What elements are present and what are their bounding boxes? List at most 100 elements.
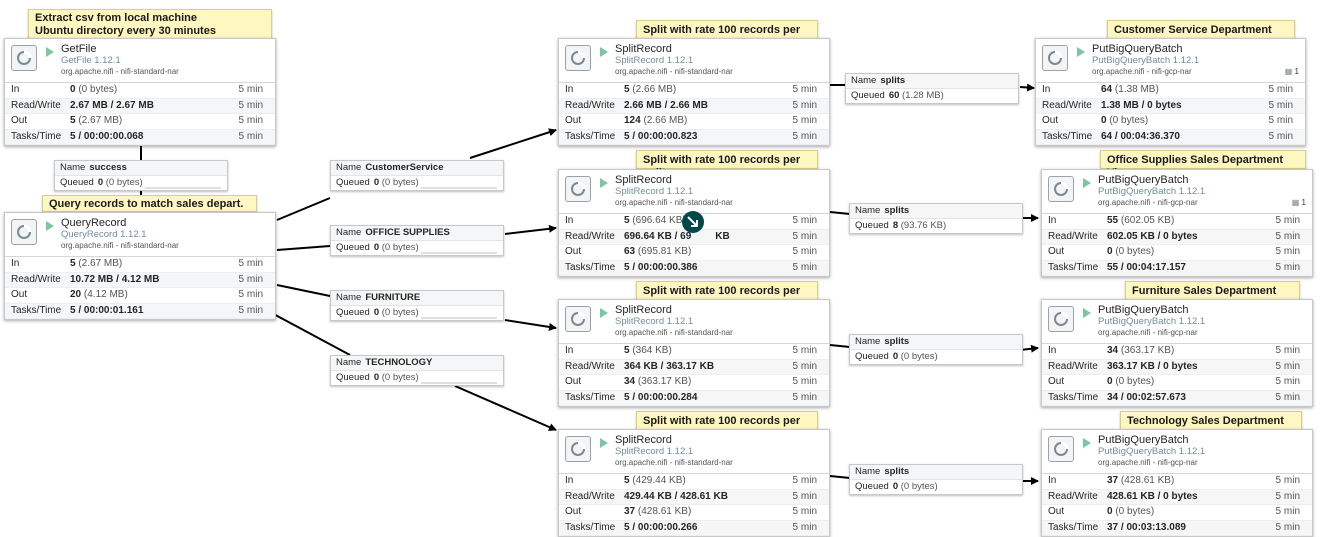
getfile-note[interactable]: Extract csv from local machine Ubuntu di…	[28, 9, 272, 39]
queue-bar	[421, 252, 497, 254]
bq2-note[interactable]: Office Supplies Sales Department View	[1100, 150, 1306, 179]
stat-window: 5 min	[1268, 130, 1293, 142]
processor-type: PutBigQueryBatch 1.12.1	[1098, 446, 1206, 457]
stat-key: Read/Write	[565, 490, 615, 502]
stat-sub: (602.05 KB)	[1120, 215, 1175, 226]
stat-key: Tasks/Time	[11, 304, 62, 316]
conn-queued-key: Queued	[336, 307, 370, 318]
grid-icon: ▦	[1291, 198, 1300, 207]
stat-window: 5 min	[792, 130, 817, 142]
bq4-note[interactable]: Technology Sales Department View	[1120, 411, 1302, 440]
conn-queued-sub: (0 bytes)	[381, 242, 419, 253]
conn-name-key: Name	[336, 357, 362, 368]
stat-value: 5 / 00:00:00.068	[70, 130, 144, 142]
conn-queued: 0	[373, 372, 380, 383]
bq3-processor[interactable]: PutBigQueryBatch PutBigQueryBatch 1.12.1…	[1041, 299, 1313, 407]
split1-note[interactable]: Split with rate 100 records per split	[636, 20, 818, 49]
split3-processor[interactable]: SplitRecord SplitRecord 1.12.1 org.apach…	[558, 299, 830, 407]
stat-window: 5 min	[792, 506, 817, 517]
processor-icon	[1048, 306, 1074, 332]
conn-name: FURNITURE	[365, 292, 421, 303]
processor-type: PutBigQueryBatch 1.12.1	[1098, 316, 1206, 327]
stat-value: 5	[70, 258, 76, 269]
split3-note[interactable]: Split with rate 100 records per split	[636, 281, 818, 310]
stat-window: 5 min	[238, 130, 263, 142]
getfile-processor[interactable]: GetFile GetFile 1.12.1 org.apache.nifi -…	[4, 38, 276, 146]
bq2-processor[interactable]: PutBigQueryBatch PutBigQueryBatch 1.12.1…	[1041, 169, 1313, 277]
stat-key: In	[1042, 84, 1051, 95]
conn-name: splits	[884, 466, 910, 477]
conn-queued: 0	[373, 242, 380, 253]
processor-type: SplitRecord 1.12.1	[615, 316, 694, 327]
processor-name: SplitRecord	[615, 174, 672, 186]
play-icon	[46, 47, 54, 57]
conn-name-key: Name	[855, 205, 881, 216]
conn-queued-sub: (0 bytes)	[900, 481, 938, 492]
play-icon	[600, 438, 608, 448]
processor-bundle: org.apache.nifi - nifi-standard-nar	[61, 241, 179, 250]
getfile-note-line2: Ubuntu directory every 30 minutes	[35, 25, 216, 37]
stat-sub: (428.61 KB)	[637, 506, 692, 517]
bq4-processor[interactable]: PutBigQueryBatch PutBigQueryBatch 1.12.1…	[1041, 429, 1313, 537]
split2-processor[interactable]: SplitRecord SplitRecord 1.12.1 org.apach…	[558, 169, 830, 277]
processor-bundle: org.apache.nifi - nifi-standard-nar	[615, 67, 733, 76]
stat-key: Tasks/Time	[565, 521, 616, 533]
stat-window: 5 min	[1275, 230, 1300, 242]
bq1-processor[interactable]: PutBigQueryBatch PutBigQueryBatch 1.12.1…	[1035, 38, 1306, 146]
stat-key: Read/Write	[1042, 99, 1092, 111]
bq3-note[interactable]: Furniture Sales Department View	[1125, 281, 1300, 310]
processor-name: PutBigQueryBatch	[1092, 43, 1183, 55]
arrow-cursor-icon	[682, 211, 704, 233]
processor-icon	[11, 219, 37, 245]
processor-name: SplitRecord	[615, 43, 672, 55]
stat-window: 5 min	[1275, 215, 1300, 226]
stat-window: 5 min	[1275, 261, 1300, 273]
split4-processor[interactable]: SplitRecord SplitRecord 1.12.1 org.apach…	[558, 429, 830, 537]
play-icon	[1083, 438, 1091, 448]
bq1-note[interactable]: Customer Service Department View	[1107, 20, 1295, 49]
stat-window: 5 min	[238, 258, 263, 269]
stat-value: 5	[624, 475, 630, 486]
stat-window: 5 min	[792, 391, 817, 403]
conn-queued-sub: (0 bytes)	[900, 351, 938, 362]
queue-bar	[421, 317, 497, 319]
queue-bar	[145, 187, 221, 189]
conn-queued-key: Queued	[855, 481, 889, 492]
stat-window: 5 min	[792, 376, 817, 387]
split4-note[interactable]: Split with rate 100 records per split	[636, 411, 818, 440]
stat-value: 37	[1107, 475, 1119, 486]
stat-window: 5 min	[1275, 246, 1300, 257]
split2-note[interactable]: Split with rate 100 records per split	[636, 150, 818, 179]
split1-processor[interactable]: SplitRecord SplitRecord 1.12.1 org.apach…	[558, 38, 830, 146]
query-processor[interactable]: QueryRecord QueryRecord 1.12.1 org.apach…	[4, 212, 276, 320]
processor-icon	[11, 45, 37, 71]
processor-type: PutBigQueryBatch 1.12.1	[1092, 55, 1200, 66]
conn-name: OFFICE SUPPLIES	[365, 227, 450, 238]
stat-key: In	[1048, 475, 1057, 486]
getfile-note-line1: Extract csv from local machine	[35, 12, 198, 24]
query-note[interactable]: Query records to match sales depart. vie…	[42, 195, 257, 223]
stat-window: 5 min	[1268, 84, 1293, 95]
